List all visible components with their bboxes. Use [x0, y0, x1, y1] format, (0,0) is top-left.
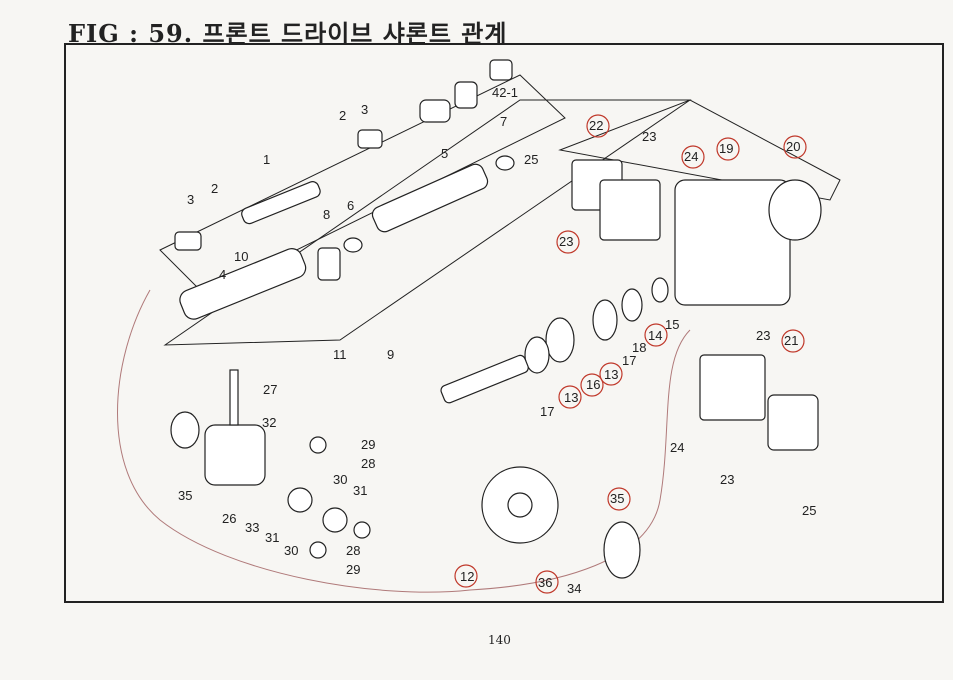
part-label: 34	[567, 581, 581, 596]
part-label: 9	[387, 347, 394, 362]
ring-part	[524, 336, 550, 374]
part-label: 7	[500, 114, 507, 129]
part-label: 4	[219, 267, 226, 282]
part-label: 2	[339, 108, 346, 123]
part-label: 8	[323, 207, 330, 222]
part-label: 16	[586, 377, 600, 392]
diff-case-part	[204, 424, 266, 486]
part-label: 14	[648, 328, 662, 343]
part-label: 23	[642, 129, 656, 144]
housing-group	[524, 99, 841, 451]
part-label: 22	[589, 118, 603, 133]
part-label: 29	[361, 437, 375, 452]
part-label: 13	[604, 367, 618, 382]
part-label: 17	[540, 404, 554, 419]
bearing-part	[419, 99, 451, 123]
oring-part	[495, 155, 515, 171]
part-label: 1	[263, 152, 270, 167]
differential-group	[170, 369, 371, 559]
part-label: 3	[361, 102, 368, 117]
part-label: 12	[460, 569, 474, 584]
side-gear-part	[322, 507, 348, 533]
housing-part	[674, 179, 791, 306]
part-label: 23	[720, 472, 734, 487]
routing-path	[117, 289, 691, 593]
pinion-gear-part	[309, 436, 327, 454]
part-label: 42-1	[492, 85, 518, 100]
pin-part	[229, 369, 239, 426]
part-label: 18	[632, 340, 646, 355]
bearing-part	[603, 521, 641, 579]
part-label: 35	[610, 491, 624, 506]
side-gear-part	[287, 487, 313, 513]
part-label: 2	[211, 181, 218, 196]
nut-part	[651, 277, 669, 303]
cover-part	[767, 394, 819, 451]
part-labels: 1 2 2 3 3 4 5 6 7 8 9 10 11 12 13 13 14 …	[178, 85, 816, 596]
part-label: 26	[222, 511, 236, 526]
part-label: 5	[441, 146, 448, 161]
part-label: 36	[538, 575, 552, 590]
bearing-part	[545, 317, 575, 363]
part-label: 19	[719, 141, 733, 156]
tube-part	[179, 248, 307, 320]
spline-part	[489, 59, 513, 81]
part-label: 30	[284, 543, 298, 558]
diagram-frame	[64, 43, 944, 603]
circled-callouts	[454, 114, 807, 594]
part-label: 6	[347, 198, 354, 213]
part-label: 21	[784, 333, 798, 348]
part-label: 15	[665, 317, 679, 332]
part-label: 23	[559, 234, 573, 249]
gear-group	[440, 354, 641, 579]
part-label: 13	[564, 390, 578, 405]
bracket-part	[317, 247, 341, 281]
oring-part	[343, 237, 363, 253]
thrust-washer-part	[353, 521, 371, 539]
part-label: 24	[670, 440, 684, 455]
long-shaft-part	[371, 163, 489, 233]
collar-part	[174, 231, 202, 251]
part-label: 27	[263, 382, 277, 397]
ring-part	[621, 288, 643, 322]
part-label: 29	[346, 562, 360, 577]
collar-part	[357, 129, 383, 149]
part-label: 28	[346, 543, 360, 558]
part-label: 11	[333, 347, 347, 362]
pinion-gear-part	[309, 541, 327, 559]
part-label: 33	[245, 520, 259, 535]
part-label: 17	[622, 353, 636, 368]
part-label: 24	[684, 149, 698, 164]
seal-ring-part	[768, 179, 822, 241]
upper-shaft-group	[159, 59, 692, 346]
part-label: 35	[178, 488, 192, 503]
part-label: 30	[333, 472, 347, 487]
part-label: 25	[524, 152, 538, 167]
gasket-part	[699, 354, 766, 421]
part-label: 28	[361, 456, 375, 471]
gear-part	[454, 81, 478, 109]
shaft-part	[241, 181, 321, 225]
part-label: 23	[756, 328, 770, 343]
bearing-part	[592, 299, 618, 341]
part-label: 3	[187, 192, 194, 207]
part-label: 20	[786, 139, 800, 154]
gasket-part	[599, 179, 661, 241]
ring-gear-hub	[507, 492, 533, 518]
pinion-shaft-part	[440, 354, 529, 404]
part-label: 25	[802, 503, 816, 518]
bearing-part	[170, 411, 200, 449]
part-label: 31	[353, 483, 367, 498]
part-label: 32	[262, 415, 276, 430]
part-label: 31	[265, 530, 279, 545]
page-number: 140	[488, 633, 511, 647]
part-label: 10	[234, 249, 248, 264]
